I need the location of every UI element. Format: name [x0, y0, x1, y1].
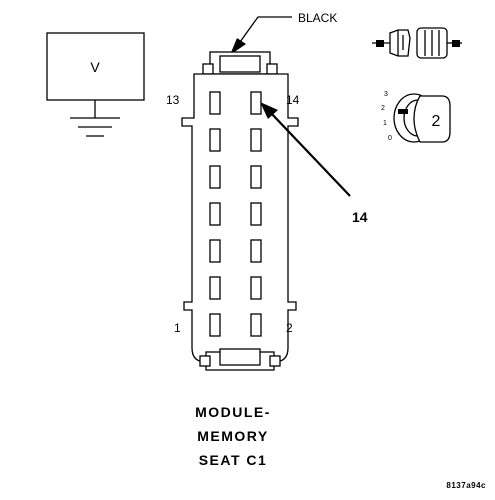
pin-cavity	[250, 202, 262, 226]
pin-cavity	[250, 165, 262, 189]
bottom-latch-ear-right	[269, 355, 281, 367]
pin-cavity	[209, 165, 221, 189]
pin-cavity	[209, 202, 221, 226]
selector-position-3: 3	[384, 91, 388, 98]
probe-icon	[372, 27, 462, 59]
pin-cavity	[209, 128, 221, 152]
pin-cavity	[250, 313, 262, 337]
wire-color-label: BLACK	[298, 11, 337, 25]
pin-cavity	[209, 313, 221, 337]
top-latch-ear-left	[202, 63, 214, 75]
pin-cavity	[209, 239, 221, 263]
pin-cavity	[209, 91, 221, 115]
figure-id: 8137a94c	[446, 481, 486, 490]
caption-line-2: MEMORY	[197, 428, 268, 444]
pin-cavity	[250, 239, 262, 263]
wire-color-leader	[239, 16, 292, 43]
pin-cavities	[209, 91, 262, 337]
pin-number-14: 14	[286, 93, 300, 107]
pin-number-13: 13	[166, 93, 180, 107]
selector-position-2: 2	[381, 105, 385, 112]
pin-cavity	[209, 276, 221, 300]
selector-selected-value: 2	[432, 113, 441, 130]
callout-arrow	[269, 111, 351, 197]
ground-icon	[70, 117, 120, 137]
selector-position-1: 1	[383, 120, 387, 127]
pin-cavity	[250, 91, 262, 115]
caption-line-3: SEAT C1	[199, 452, 268, 468]
selector-knob-icon: 3 2 1 0 2	[381, 91, 451, 143]
top-latch-ear-right	[266, 63, 278, 75]
callout-pin-label: 14	[352, 209, 368, 225]
connector-body	[181, 73, 299, 363]
top-latch-inner	[219, 55, 261, 73]
connector-c1	[181, 51, 299, 371]
pin-number-2: 2	[286, 321, 293, 335]
pin-cavity	[250, 128, 262, 152]
voltmeter-label: V	[90, 59, 100, 75]
bottom-latch-ear-left	[199, 355, 211, 367]
callout-arrowhead	[260, 102, 278, 119]
pin-cavity	[250, 276, 262, 300]
pin-number-1: 1	[174, 321, 181, 335]
selector-position-0: 0	[388, 135, 392, 142]
caption-line-1: MODULE-	[195, 404, 271, 420]
wire-color-arrowhead	[230, 38, 246, 55]
voltmeter: V	[46, 32, 145, 137]
bottom-latch-inner	[219, 348, 261, 366]
